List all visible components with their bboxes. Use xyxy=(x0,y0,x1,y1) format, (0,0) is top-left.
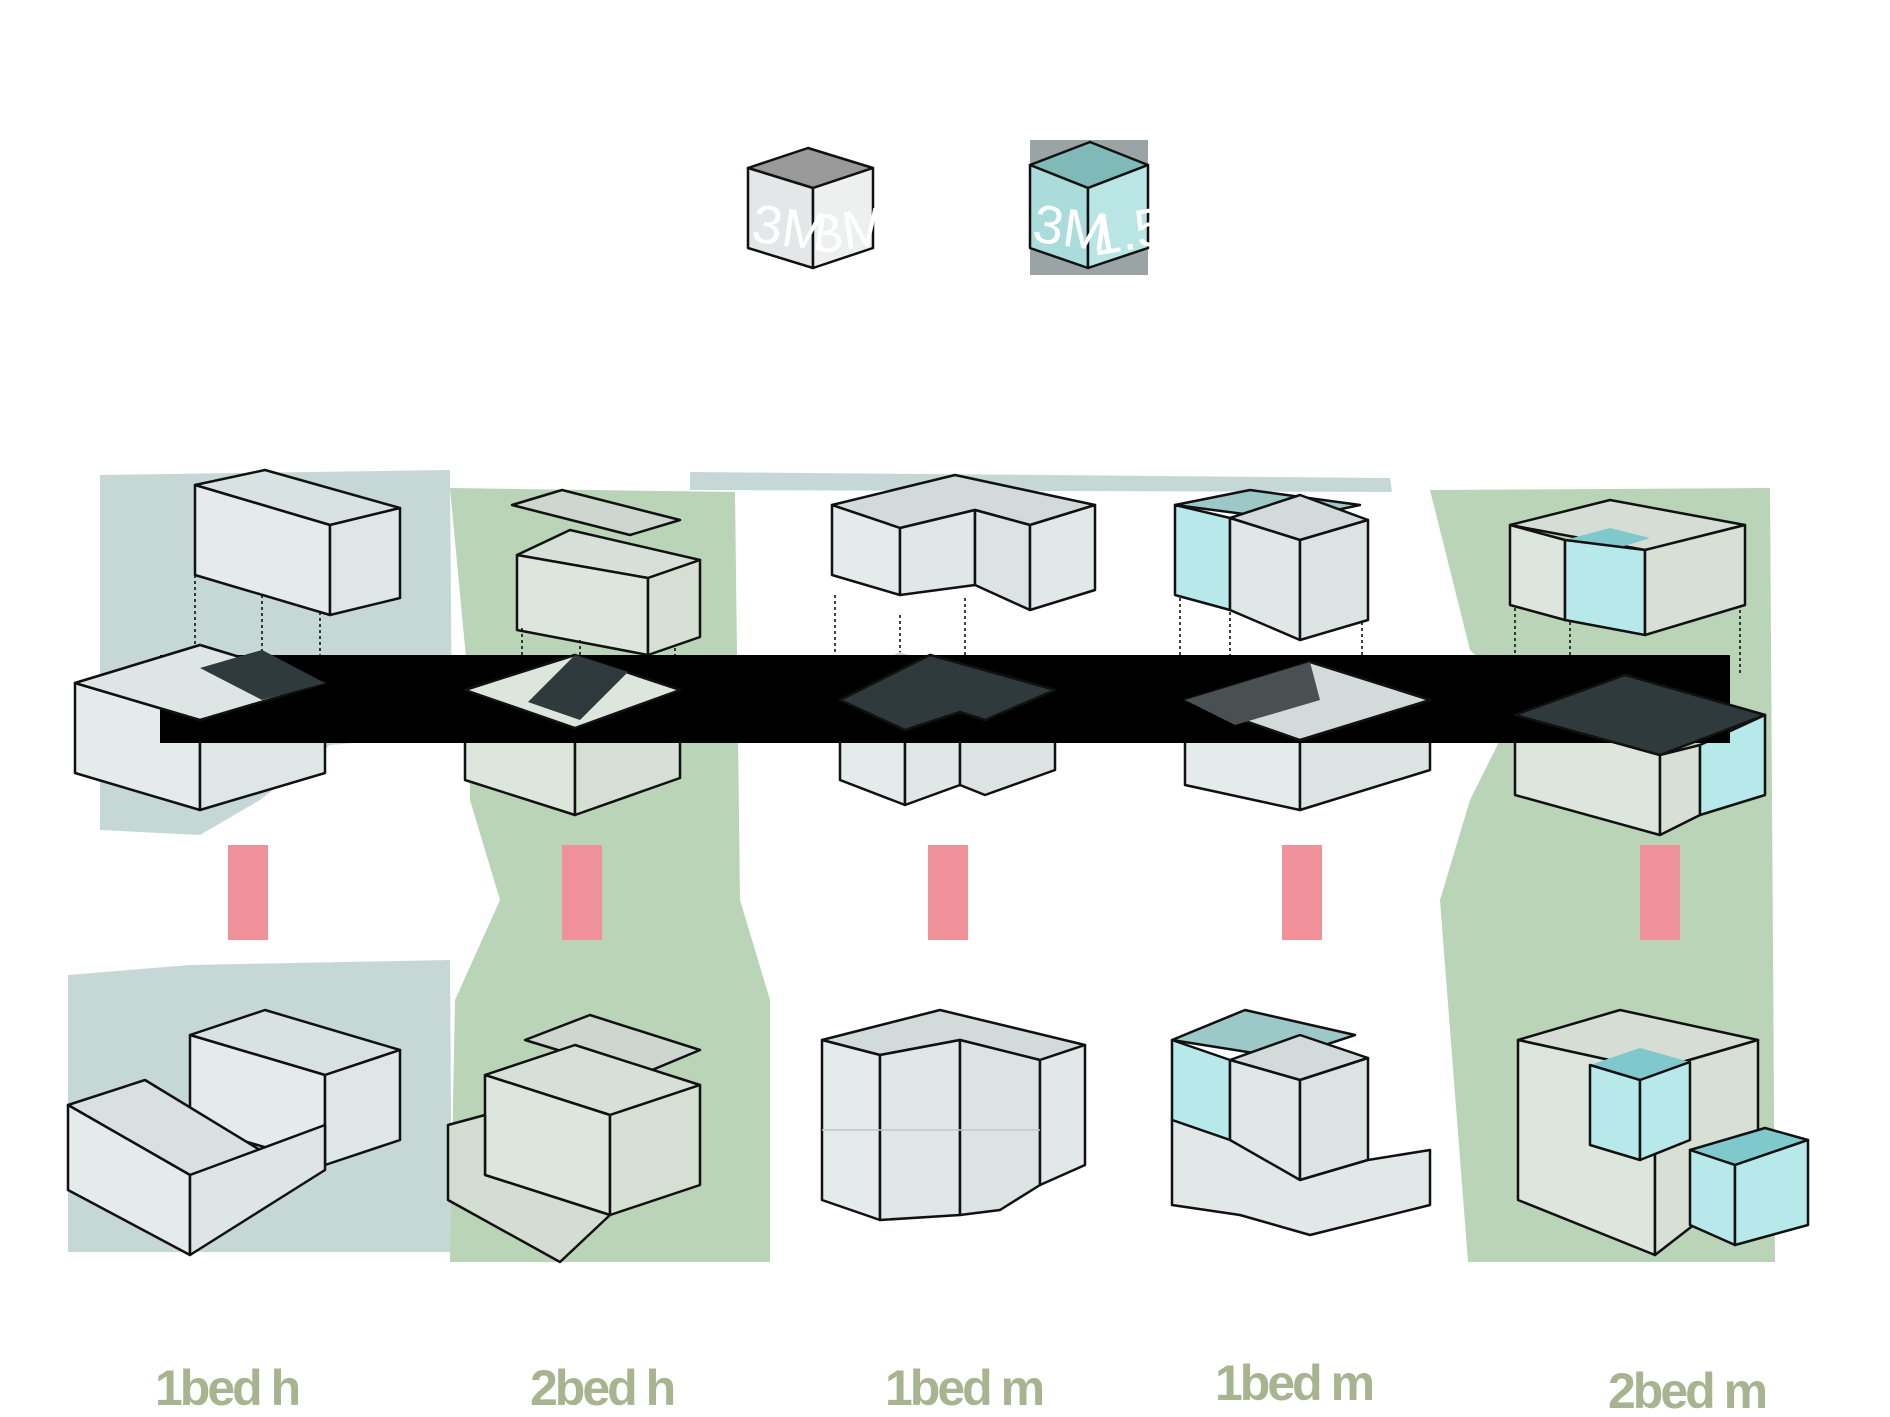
unit-label-1: 1bed h xyxy=(155,1360,299,1416)
unit-3-lower-top-overlay xyxy=(838,653,1057,732)
unit-label-5: 2bed m xyxy=(1608,1363,1766,1417)
legend-grey-label-1: 3M xyxy=(749,193,832,263)
legend-grey-label-2: 3M xyxy=(808,196,891,266)
legend-cyan-label-1: 3M xyxy=(1030,194,1113,264)
unit-1-upper-module xyxy=(193,468,402,660)
connector-5 xyxy=(1640,845,1680,940)
unit-5-lower-top-overlay xyxy=(1513,673,1767,757)
unit-3-upper-module xyxy=(830,473,1097,680)
unit-label-3: 1bed m xyxy=(885,1360,1043,1416)
unit-4-upper-module xyxy=(1173,488,1370,680)
unit-label-2: 2bed h xyxy=(530,1360,674,1416)
unit-labels: 1bed h 2bed h 1bed m 1bed m 2bed m xyxy=(155,1355,1769,1417)
unit-2-lower-void xyxy=(528,655,628,720)
unit-1-lower-void xyxy=(200,650,325,700)
unit-4-lower-void xyxy=(1185,662,1320,725)
connector-2 xyxy=(562,845,602,940)
bg-blue-strip-top xyxy=(690,472,1392,492)
legend-cube-cyan: 3M 1.5M xyxy=(1028,140,1214,275)
unit-1-combined xyxy=(66,1008,402,1257)
unit-4-combined xyxy=(1170,1008,1432,1237)
unit-3-combined xyxy=(820,1008,1087,1222)
legend-cube-grey: 3M 3M xyxy=(746,146,891,270)
unit-label-4: 1bed m xyxy=(1215,1355,1373,1411)
unit-5-upper-module xyxy=(1508,498,1747,675)
connector-4 xyxy=(1282,845,1322,940)
unit-2-upper-module xyxy=(510,488,702,670)
connectors xyxy=(228,845,1680,940)
connector-1 xyxy=(228,845,268,940)
connector-3 xyxy=(928,845,968,940)
unit-5-combined xyxy=(1516,1008,1810,1257)
unit-2-combined xyxy=(446,1013,702,1264)
